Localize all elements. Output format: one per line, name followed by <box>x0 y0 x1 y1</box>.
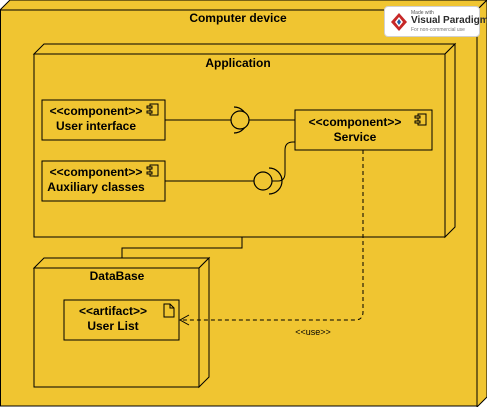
visual-paradigm-badge: Made with Visual Paradigm For non-commer… <box>384 6 487 37</box>
badge-brand: Visual Paradigm <box>411 15 487 26</box>
user-list-stereotype: <<artifact>> <box>79 304 147 318</box>
artifact-icon <box>163 303 175 318</box>
service-stereotype: <<component>> <box>309 115 402 129</box>
computer-device-label: Computer device <box>189 11 287 25</box>
user-list-name: User List <box>87 319 138 333</box>
ui-service-interface-connector <box>165 106 295 134</box>
user-interface-name: User interface <box>56 119 136 133</box>
component-icon <box>146 103 159 116</box>
auxiliary-classes-stereotype: <<component>> <box>50 165 143 179</box>
badge-made-with: Made with <box>411 10 434 16</box>
service-name: Service <box>334 130 377 144</box>
database-label: DataBase <box>90 269 145 283</box>
badge-note: For non-commercial use <box>411 27 465 33</box>
user-interface-component[interactable]: <<component>> User interface <box>41 99 166 141</box>
provided-interface-icon <box>253 171 273 191</box>
user-interface-stereotype: <<component>> <box>50 104 143 118</box>
use-dependency-arrow: <<use>> <box>178 150 364 337</box>
component-icon <box>146 164 159 177</box>
application-label: Application <box>205 56 270 70</box>
aux-service-interface-connector <box>165 141 295 195</box>
auxiliary-classes-component[interactable]: <<component>> Auxiliary classes <box>41 160 166 202</box>
application-node[interactable]: Application <box>32 42 457 239</box>
visual-paradigm-logo-icon <box>391 13 407 31</box>
component-icon <box>414 113 427 126</box>
provided-interface-icon <box>230 110 250 130</box>
use-dependency-label: <<use>> <box>295 327 331 337</box>
user-list-artifact[interactable]: <<artifact>> User List <box>63 299 180 341</box>
application-database-link <box>121 237 243 258</box>
service-component[interactable]: <<component>> Service <box>294 109 433 151</box>
auxiliary-classes-name: Auxiliary classes <box>47 180 145 194</box>
